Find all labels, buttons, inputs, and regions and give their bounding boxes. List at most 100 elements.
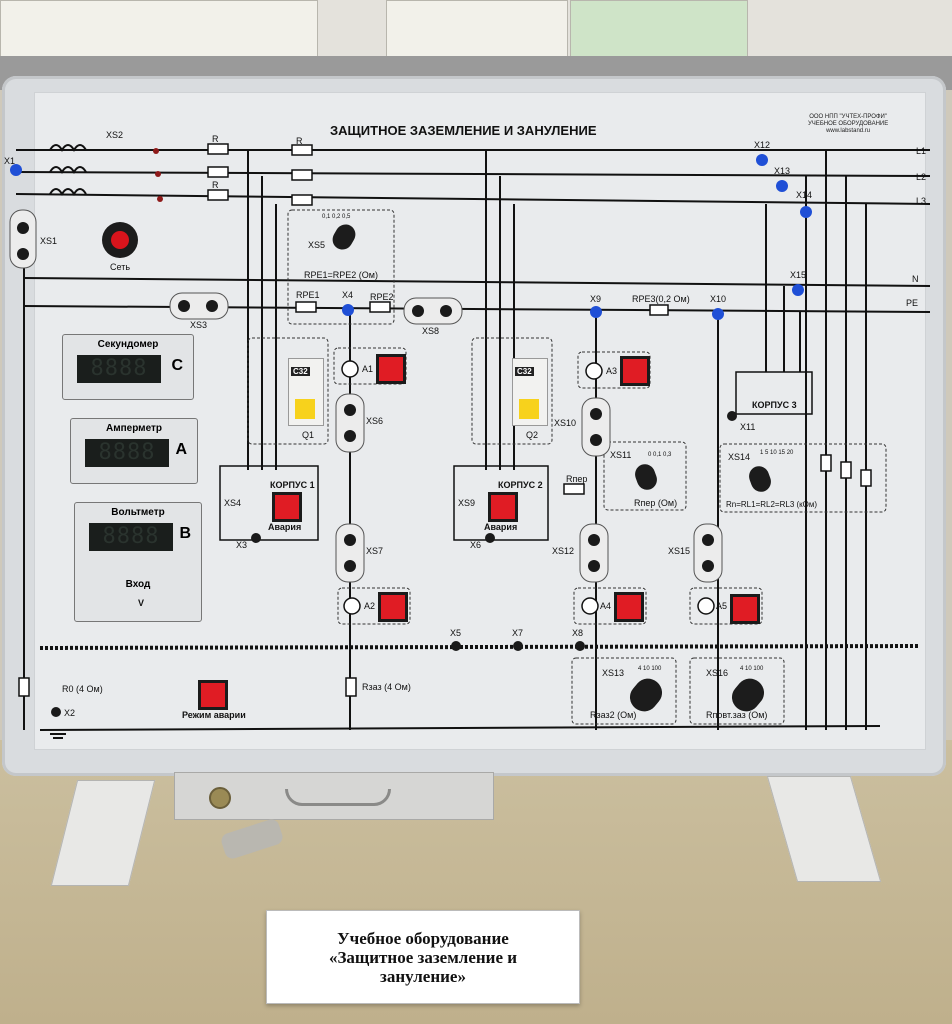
label-xs14: XS14 — [728, 452, 751, 462]
label-xs5: XS5 — [308, 240, 326, 250]
resistor-rper — [563, 483, 585, 495]
scale-xs13: 4 10 100 — [638, 666, 662, 672]
label-x1: X1 — [4, 156, 16, 166]
label-x3: X3 — [236, 540, 248, 550]
label-x11: X11 — [740, 422, 756, 432]
button-a3[interactable] — [620, 356, 650, 386]
breaker-q2-toggle[interactable] — [519, 399, 539, 419]
testpoint-x10 — [712, 308, 724, 320]
label-n: N — [912, 274, 919, 284]
button-rezhim-avarii[interactable] — [198, 680, 228, 710]
earth-bus — [39, 644, 921, 650]
resistor-rl2 — [291, 144, 313, 156]
testpoint-x9 — [590, 306, 602, 318]
breaker-q2[interactable]: C32 — [512, 358, 548, 426]
testpoint-x12 — [756, 154, 768, 166]
label-xs10: XS10 — [554, 418, 577, 428]
box-a2 — [337, 587, 411, 625]
breaker-q1-toggle[interactable] — [295, 399, 315, 419]
button-a4[interactable] — [614, 592, 644, 622]
label-x2: X2 — [64, 708, 76, 718]
label-x5: X5 — [450, 628, 462, 638]
label-q1: Q1 — [302, 430, 315, 440]
resistor-rzaz — [345, 677, 357, 697]
button-a5[interactable] — [730, 594, 760, 624]
box-q2 — [471, 337, 553, 445]
label-xs6: XS6 — [366, 416, 384, 426]
meter-voltmeter-label: Вольтметр — [111, 507, 165, 518]
maker-logo-text: ООО НПП "УЧТЕХ-ПРОФИ" УЧЕБНОЕ ОБОРУДОВАН… — [808, 114, 888, 135]
label-xs16: XS16 — [706, 668, 729, 678]
meter-ammeter-display: 8888 — [85, 439, 169, 467]
label-rezhim: Режим аварии — [182, 710, 246, 720]
maker-line2: УЧЕБНОЕ ОБОРУДОВАНИЕ — [808, 121, 889, 127]
label-xs12: XS12 — [552, 546, 575, 556]
label-a2: A2 — [364, 601, 376, 611]
maker-line3: www.labstand.ru — [826, 128, 871, 134]
box-a4 — [573, 587, 647, 625]
button-avaria-2[interactable] — [488, 492, 518, 522]
label-rpovt: Rповт.заз (Ом) — [706, 710, 768, 720]
scale-xs16: 4 10 100 — [740, 666, 764, 672]
label-a4: A4 — [600, 601, 612, 611]
breaker-q2-rating: C32 — [515, 367, 534, 376]
label-l2: L2 — [916, 172, 927, 182]
resistor-rl1-load — [820, 454, 832, 472]
sign-line2: «Защитное заземление и — [328, 947, 518, 967]
poster-left — [0, 0, 318, 64]
box-a3 — [577, 351, 651, 389]
button-a2[interactable] — [378, 592, 408, 622]
label-xs4: XS4 — [224, 498, 242, 508]
socket-xs6 — [335, 393, 365, 453]
board-title: ЗАЩИТНОЕ ЗАЗЕМЛЕНИЕ И ЗАНУЛЕНИЕ — [330, 123, 597, 138]
label-xs11: XS11 — [610, 450, 632, 460]
label-korpus2: КОРПУС 2 — [498, 480, 543, 490]
label-korpus1: КОРПУС 1 — [270, 480, 315, 490]
label-a1: A1 — [362, 364, 374, 374]
label-xs13: XS13 — [602, 668, 625, 678]
socket-xs15 — [693, 523, 723, 583]
meter-timer: Секундомер 8888 С — [62, 334, 194, 400]
sign-line3: зануление» — [380, 966, 466, 986]
button-a1[interactable] — [376, 354, 406, 384]
scale-xs5: 0,1 0,2 0,5 — [322, 214, 351, 220]
resistor-rl1c — [207, 189, 229, 201]
resistor-r0 — [18, 677, 30, 697]
maker-line1: ООО НПП "УЧТЕХ-ПРОФИ" — [809, 114, 887, 120]
power-button[interactable] — [102, 222, 138, 258]
label-a5: A5 — [716, 601, 728, 611]
testpoint-x15 — [792, 284, 804, 296]
resistor-rl2b — [291, 169, 313, 181]
testpoint-x1 — [10, 164, 22, 176]
drawer[interactable] — [174, 772, 494, 820]
label-xs2: XS2 — [106, 130, 124, 140]
label-xs3: XS3 — [190, 320, 208, 330]
label-q2: Q2 — [526, 430, 539, 440]
scale-xs11: 0 0,1 0,3 — [648, 452, 672, 458]
breaker-q1-rating: C32 — [291, 367, 310, 376]
button-avaria-1[interactable] — [272, 492, 302, 522]
scale-xs14: 1 5 10 15 20 — [760, 450, 794, 456]
label-rzaz: Rзаз (4 Ом) — [362, 682, 411, 692]
wire-n — [23, 277, 931, 287]
meter-voltmeter-unit: В — [179, 525, 191, 542]
label-rzaz2: Rзаз2 (Ом) — [590, 710, 637, 720]
socket-xs3 — [169, 292, 229, 320]
meter-ammeter-label: Амперметр — [105, 423, 163, 434]
box-a1 — [333, 347, 407, 385]
label-xs1: XS1 — [40, 236, 58, 246]
label-x13: X13 — [774, 166, 791, 176]
breaker-q1[interactable]: C32 — [288, 358, 324, 426]
testpoint-x14 — [800, 206, 812, 218]
socket-xs7 — [335, 523, 365, 583]
socket-xs8 — [403, 297, 463, 325]
resistor-rl1b — [207, 166, 229, 178]
meter-timer-label: Секундомер — [97, 339, 159, 350]
label-a3: A3 — [606, 366, 618, 376]
box-xs13 — [571, 657, 677, 725]
label-x4: X4 — [342, 290, 354, 300]
label-rper: Rпер — [566, 474, 588, 484]
power-button-cap — [111, 231, 129, 249]
wire-pe — [23, 305, 931, 313]
box-q1 — [247, 337, 329, 445]
